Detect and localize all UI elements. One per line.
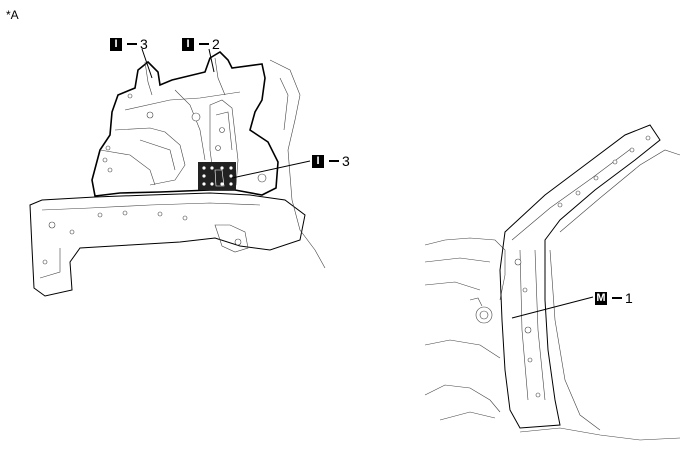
right-assembly	[424, 124, 681, 441]
callout-letter: I	[312, 154, 324, 168]
callout-dash	[329, 160, 339, 162]
apron-panel	[91, 50, 279, 197]
leader-i3-right	[231, 160, 311, 179]
callout-i3-right: I 3	[312, 153, 350, 169]
left-assembly	[29, 48, 326, 297]
callout-dash	[612, 297, 622, 299]
leader-i2	[208, 48, 215, 73]
callout-number: 2	[212, 36, 220, 52]
callout-i2: I 2	[182, 36, 220, 52]
leader-m1	[511, 296, 594, 319]
callout-letter: I	[182, 37, 194, 51]
lower-rail	[29, 192, 306, 297]
callout-number: 1	[625, 290, 633, 306]
view-label: *A	[6, 8, 19, 22]
callout-m1: M 1	[595, 290, 633, 306]
callout-number: 3	[342, 153, 350, 169]
callout-letter: I	[110, 37, 122, 51]
callout-dash	[199, 43, 209, 45]
leader-i3-top	[141, 48, 153, 79]
callout-dash	[127, 43, 137, 45]
a-pillar	[499, 124, 661, 429]
callout-i3-top: I 3	[110, 36, 148, 52]
callout-letter: M	[595, 291, 607, 305]
callout-number: 3	[140, 36, 148, 52]
